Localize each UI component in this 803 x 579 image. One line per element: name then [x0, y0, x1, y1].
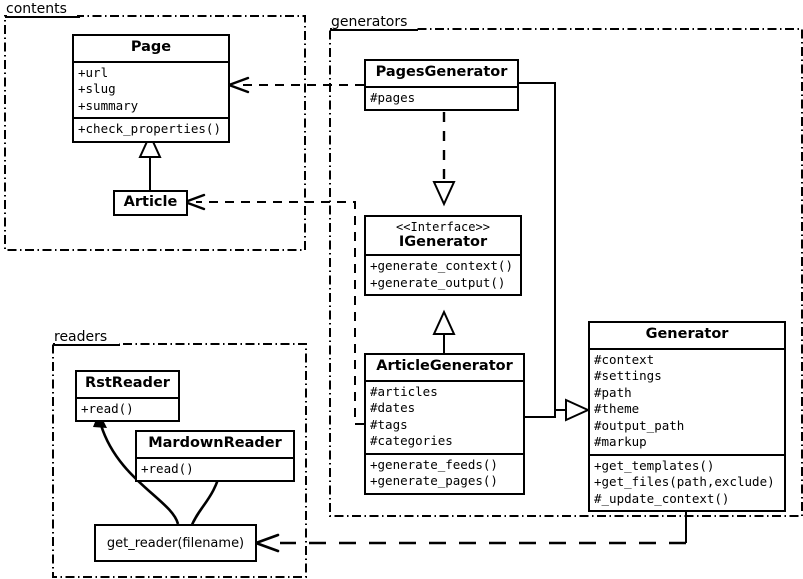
class-articlegenerator-name: ArticleGenerator: [376, 358, 513, 374]
class-generator[interactable]: Generator #context #settings #path #them…: [588, 321, 786, 513]
pkg-label-mask-contents: [7, 8, 77, 22]
method-row: +read(): [81, 400, 134, 416]
class-igenerator-stereotype: <<Interface>>: [396, 220, 490, 234]
class-rstreader-methods: +read(): [77, 396, 178, 421]
arrowhead-open-getreader: [254, 533, 280, 553]
class-pagesgenerator-attributes: #pages: [366, 85, 517, 110]
arrowhead-hollow-triangle-page: [138, 132, 162, 158]
attribute-row: #theme: [594, 401, 640, 417]
class-articlegenerator-attributes: #articles #dates #tags #categories: [366, 379, 523, 453]
method-row: +get_templates(): [594, 457, 715, 473]
attribute-row: #articles: [370, 383, 438, 399]
class-generator-name: Generator: [645, 326, 729, 342]
class-generator-attributes: #context #settings #path #theme #output_…: [590, 347, 784, 454]
class-pagesgenerator[interactable]: PagesGenerator #pages: [364, 59, 519, 112]
attribute-row: #tags: [370, 416, 408, 432]
class-igenerator[interactable]: <<Interface>> IGenerator +generate_conte…: [364, 215, 522, 297]
package-label-readers: readers: [54, 329, 108, 345]
method-row: +generate_context(): [370, 258, 513, 274]
class-page[interactable]: Page +url +slug +summary +check_properti…: [72, 34, 230, 143]
attribute-row: +summary: [78, 97, 139, 113]
attribute-row: +url: [78, 64, 109, 80]
attribute-row: #context: [594, 351, 655, 367]
class-articlegenerator-methods: +generate_feeds() +generate_pages(): [366, 452, 523, 493]
class-articlegenerator[interactable]: ArticleGenerator #articles #dates #tags …: [364, 353, 525, 495]
arrowhead-hollow-triangle-igenerator-bottom: [432, 309, 456, 335]
class-igenerator-label: IGenerator: [398, 233, 488, 250]
class-page-name: Page: [130, 39, 172, 55]
attribute-row: #pages: [370, 89, 416, 105]
arrowhead-open-page: [227, 76, 250, 94]
arrowhead-open-article: [183, 193, 206, 211]
class-igenerator-name: <<Interface>> IGenerator: [366, 217, 520, 254]
class-igenerator-methods: +generate_context() +generate_output(): [366, 254, 520, 294]
attribute-row: #output_path: [594, 417, 685, 433]
attribute-row: #dates: [370, 400, 416, 416]
class-page-attributes: +url +slug +summary: [74, 60, 228, 118]
class-generator-methods: +get_templates() +get_files(path,exclude…: [590, 453, 784, 511]
method-row: +get_files(path,exclude): [594, 474, 775, 490]
class-rstreader-name: RstReader: [85, 375, 170, 391]
attribute-row: #settings: [594, 368, 662, 384]
attribute-row: #markup: [594, 434, 647, 450]
attribute-row: #path: [594, 384, 632, 400]
edge-articlegenerator-to-article: [196, 201, 364, 425]
package-label-generators: generators: [331, 14, 408, 30]
attribute-row: #categories: [370, 433, 453, 449]
method-row: +check_properties(): [78, 121, 221, 137]
method-row: +generate_output(): [370, 274, 506, 290]
edge-pagesgenerator-to-generator: [519, 82, 569, 411]
pkg-label-mask-readers: [55, 336, 119, 350]
package-border-readers: [52, 343, 307, 578]
class-markdownreader-name: MardownReader: [148, 435, 282, 451]
package-border-contents: [4, 15, 306, 251]
package-label-contents: contents: [6, 1, 67, 17]
method-row: #_update_context(): [594, 490, 730, 506]
arrowhead-hollow-triangle-igenerator-top: [432, 181, 456, 207]
class-rstreader[interactable]: RstReader +read(): [75, 370, 180, 423]
edge-getreader-to-rstreader: [99, 424, 180, 525]
edge-articlegenerator-to-generator: [525, 409, 569, 418]
method-row: +generate_pages(): [370, 473, 498, 489]
package-border-generators: [329, 28, 803, 517]
pkg-label-mask-generators: [332, 21, 416, 35]
class-markdownreader-methods: +read(): [137, 456, 293, 481]
class-article[interactable]: Article: [113, 190, 188, 216]
method-row: +read(): [141, 460, 194, 476]
method-row: +generate_feeds(): [370, 456, 498, 472]
class-article-name: Article: [123, 194, 178, 210]
class-pagesgenerator-name: PagesGenerator: [375, 64, 508, 80]
function-get-reader[interactable]: get_reader(filename): [94, 524, 257, 562]
attribute-row: +slug: [78, 81, 116, 97]
arrowhead-hollow-triangle-generator: [565, 398, 591, 422]
class-markdownreader[interactable]: MardownReader +read(): [135, 430, 295, 483]
class-page-methods: +check_properties(): [74, 117, 228, 141]
